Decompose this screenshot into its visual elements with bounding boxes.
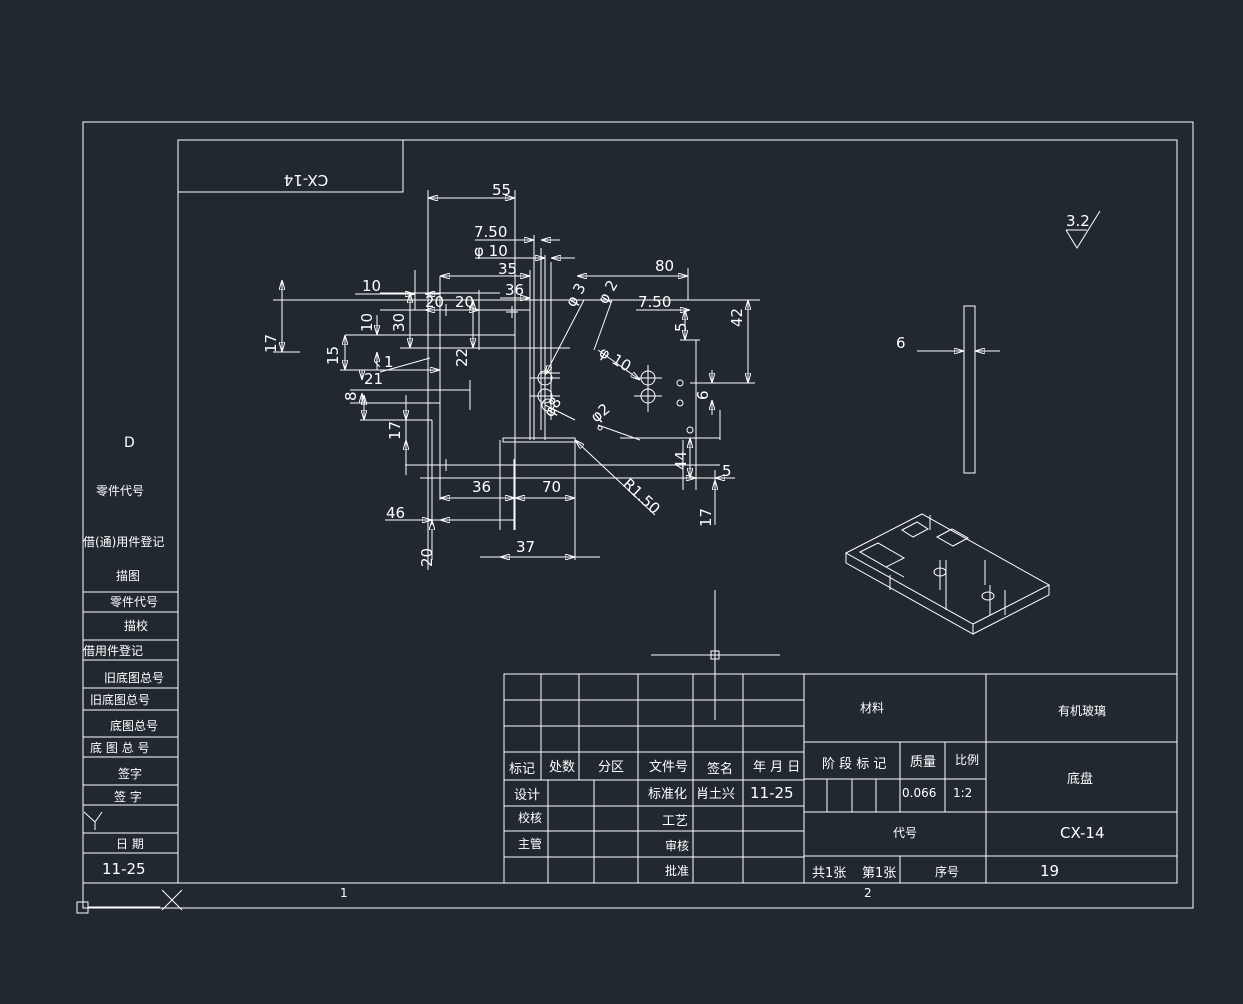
svg-text:φ 10: φ 10 bbox=[596, 343, 634, 375]
tb-check: 校核 bbox=[518, 810, 542, 825]
svg-text:17: 17 bbox=[262, 334, 280, 353]
tb-material-value: 有机玻璃 bbox=[1058, 704, 1106, 718]
tb-hdr-zone: 分区 bbox=[598, 760, 624, 775]
zone-2: 2 bbox=[864, 886, 872, 900]
tb-standard-date: 11-25 bbox=[750, 784, 794, 802]
main-plan-view: 55 7.50 φ 10 35 36 10 20 20 80 7.50 42 5… bbox=[262, 181, 760, 570]
svg-text:7.50: 7.50 bbox=[474, 223, 507, 241]
svg-text:φ 2: φ 2 bbox=[594, 277, 622, 307]
lc-trace: 描图 bbox=[116, 569, 140, 583]
outer-sheet-border bbox=[82, 121, 1194, 909]
crosshair-cursor bbox=[651, 590, 780, 720]
tb-code-value: CX-14 bbox=[1060, 824, 1105, 842]
svg-text:20: 20 bbox=[455, 293, 474, 311]
lc-base-no: 底图总号 bbox=[110, 718, 158, 733]
tb-hdr-count: 处数 bbox=[549, 760, 575, 775]
lc-borrow-reg: 借(通)用件登记 bbox=[83, 534, 164, 549]
lc-old-base-no2: 旧底图总号 bbox=[90, 692, 150, 707]
lc-old-base-no: 旧底图总号 bbox=[104, 670, 164, 685]
lc-d: D bbox=[124, 435, 135, 451]
svg-text:20: 20 bbox=[418, 548, 436, 567]
svg-text:35: 35 bbox=[498, 260, 517, 278]
tb-approve: 批准 bbox=[665, 863, 689, 878]
tb-seq-value: 19 bbox=[1040, 862, 1059, 880]
tb-design: 设计 bbox=[514, 788, 540, 803]
svg-text:20: 20 bbox=[425, 293, 444, 311]
svg-text:5: 5 bbox=[672, 322, 690, 332]
side-view: 6 bbox=[896, 305, 1000, 474]
lc-trace-check: 描校 bbox=[124, 618, 148, 633]
mirrored-code-box bbox=[177, 139, 404, 193]
lc-sign2: 签 字 bbox=[114, 789, 142, 804]
tb-review: 审核 bbox=[665, 838, 689, 853]
svg-text:36: 36 bbox=[505, 281, 524, 299]
svg-text:37: 37 bbox=[516, 538, 535, 556]
svg-text:15: 15 bbox=[324, 346, 342, 365]
svg-text:R1.50: R1.50 bbox=[619, 475, 663, 518]
svg-text:70: 70 bbox=[542, 478, 561, 496]
svg-text:1: 1 bbox=[384, 353, 394, 371]
svg-text:φ2: φ2 bbox=[587, 400, 613, 426]
tb-hdr-date: 年 月 日 bbox=[753, 760, 800, 775]
svg-text:3.2: 3.2 bbox=[1066, 212, 1090, 230]
svg-text:44: 44 bbox=[672, 451, 690, 470]
tb-sheets: 共1张 bbox=[812, 866, 846, 881]
svg-text:φ 3: φ 3 bbox=[562, 280, 590, 310]
tb-seq-label: 序号 bbox=[935, 864, 959, 879]
surface-roughness-symbol: 3.2 bbox=[1065, 210, 1101, 249]
tb-hdr-mark: 标记 bbox=[509, 762, 535, 777]
svg-text:17: 17 bbox=[386, 421, 404, 440]
tb-scale-label: 比例 bbox=[955, 753, 979, 767]
svg-text:8: 8 bbox=[342, 391, 360, 401]
svg-text:80: 80 bbox=[655, 257, 674, 275]
tb-code-label: 代号 bbox=[893, 826, 917, 840]
left-column-table bbox=[83, 591, 178, 884]
mirrored-part-code: CX-14 bbox=[284, 171, 329, 189]
tb-hdr-doc: 文件号 bbox=[649, 760, 688, 775]
title-block-grid bbox=[503, 673, 1178, 884]
svg-text:10: 10 bbox=[362, 277, 381, 295]
svg-text:36: 36 bbox=[472, 478, 491, 496]
svg-text:21: 21 bbox=[364, 370, 383, 388]
svg-text:17: 17 bbox=[697, 508, 715, 527]
svg-text:7.50: 7.50 bbox=[638, 293, 671, 311]
svg-text:5: 5 bbox=[722, 462, 732, 480]
lc-sign: 签字 bbox=[118, 766, 142, 781]
tb-manager: 主管 bbox=[518, 836, 542, 851]
lc-part-code: 零件代号 bbox=[96, 484, 144, 498]
svg-text:55: 55 bbox=[492, 181, 511, 199]
svg-text:φ 10: φ 10 bbox=[474, 242, 508, 260]
lc-part-code-row: 零件代号 bbox=[110, 595, 158, 609]
tb-part-name: 底盘 bbox=[1067, 771, 1093, 787]
svg-text:46: 46 bbox=[386, 504, 405, 522]
tb-stage-mark: 阶 段 标 记 bbox=[822, 757, 886, 772]
tb-standard-name: 肖土兴 bbox=[696, 787, 735, 802]
zone-1: 1 bbox=[340, 886, 348, 900]
tb-hdr-sign: 签名 bbox=[707, 761, 733, 777]
lc-date: 日 期 bbox=[116, 837, 144, 851]
tb-material-label: 材料 bbox=[860, 701, 884, 715]
tb-mass-label: 质量 bbox=[910, 755, 936, 770]
tb-scale-value: 1:2 bbox=[953, 786, 972, 800]
tb-mass-value: 0.066 bbox=[902, 786, 936, 800]
svg-text:30: 30 bbox=[390, 313, 408, 332]
svg-text:6: 6 bbox=[896, 334, 906, 352]
tb-sheet-no: 第1张 bbox=[862, 866, 896, 881]
ucs-icon bbox=[76, 889, 183, 914]
lc-base-no2: 底 图 总 号 bbox=[90, 740, 149, 755]
lc-borrow-reg2: 借用件登记 bbox=[83, 643, 143, 658]
svg-text:22: 22 bbox=[453, 348, 471, 367]
isometric-view bbox=[844, 513, 1051, 635]
lc-date-value: 11-25 bbox=[102, 860, 146, 878]
tb-standard: 标准化 bbox=[648, 787, 687, 802]
svg-text:42: 42 bbox=[728, 308, 746, 327]
tb-process: 工艺 bbox=[662, 814, 688, 829]
svg-text:10: 10 bbox=[358, 313, 376, 332]
svg-text:6: 6 bbox=[694, 390, 712, 400]
svg-text:φ8: φ8 bbox=[540, 394, 565, 420]
